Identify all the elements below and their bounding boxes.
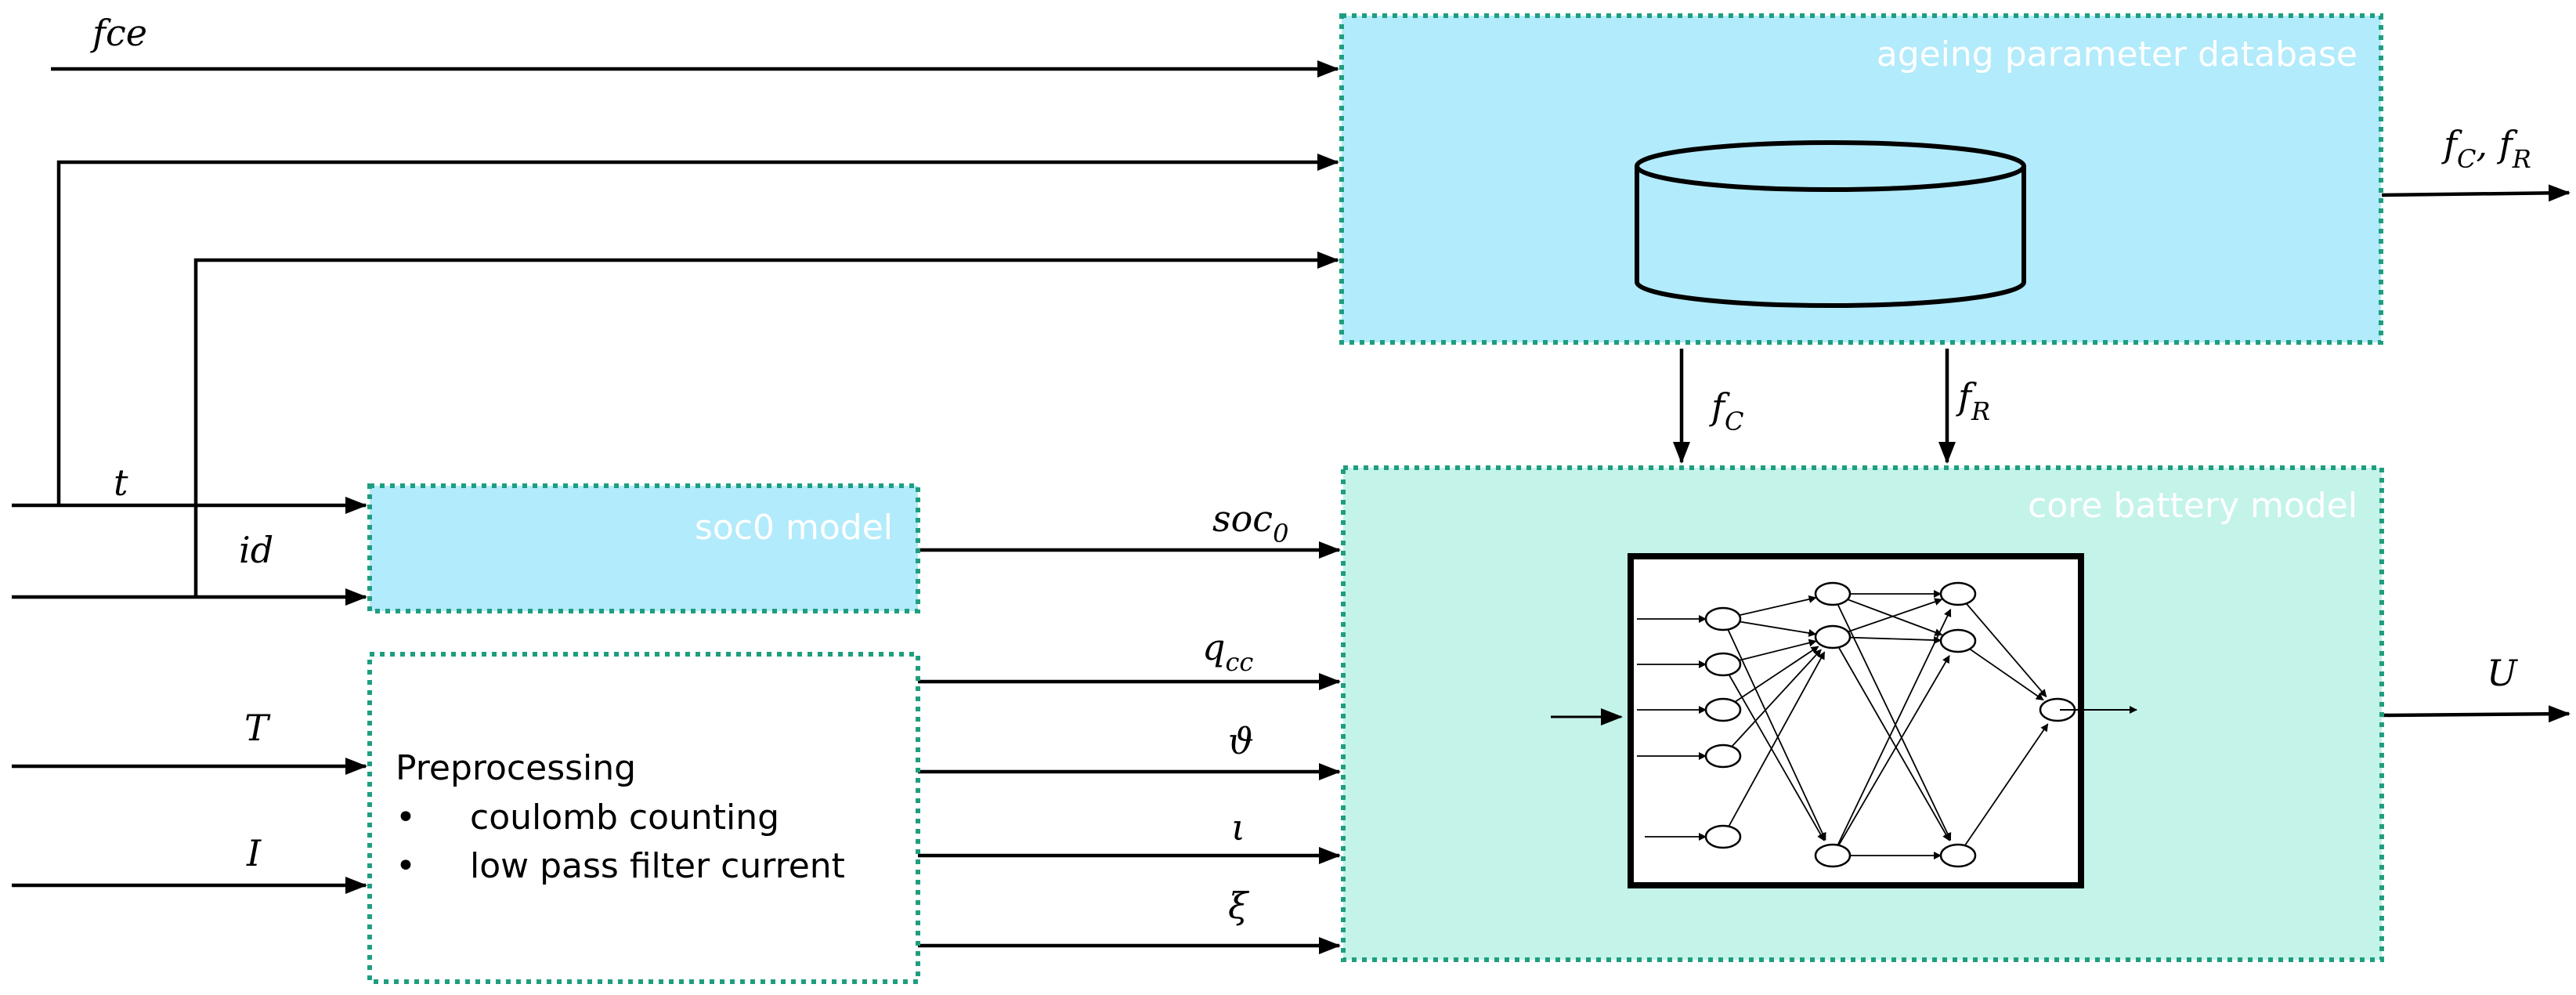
nn-node [1704, 824, 1742, 849]
signal-labels: fce t id T I soc0 qcc ϑ ι ξ fC fR fC, fR… [90, 12, 2531, 927]
preprocessing-box: Preprocessing • coulomb counting • low p… [370, 654, 918, 982]
ageing-box-rect [1342, 16, 2381, 342]
soc0-box-rect [370, 486, 918, 611]
label-qcc: qcc [1202, 626, 1253, 677]
core-box-title: core battery model [2028, 486, 2357, 526]
ageing-box-title: ageing parameter database [1877, 34, 2357, 74]
voltage-output-arrow [2381, 705, 2571, 723]
dotted-borders [367, 13, 2384, 984]
ageing-output-arrow [2381, 184, 2571, 202]
preprocessing-item-low-pass-filter: low pass filter current [470, 846, 845, 886]
label-theta: ϑ [1228, 720, 1254, 762]
label-soc0: soc0 [1212, 498, 1288, 548]
bullet-icon: • [396, 846, 416, 886]
label-fc: fC [1709, 385, 1744, 436]
label-current: I [246, 832, 262, 874]
nn-node [1704, 606, 1742, 631]
nn-node [1704, 744, 1742, 769]
label-fce: fce [90, 12, 147, 54]
nn-node [1939, 843, 1977, 868]
label-t: t [114, 461, 128, 504]
nn-node [1939, 628, 1977, 653]
label-iota: ι [1231, 806, 1245, 848]
bullet-icon: • [396, 798, 416, 838]
soc0-model-box: soc0 model [370, 486, 918, 611]
soc0-box-title: soc0 model [695, 508, 893, 548]
nn-node [1814, 581, 1852, 606]
nn-node [1704, 697, 1742, 722]
nn-node [1814, 843, 1852, 868]
preprocessing-box-rect [370, 654, 918, 982]
nn-node [1814, 624, 1852, 649]
database-cylinder-icon [1635, 140, 2026, 308]
id-branch-arrow [193, 251, 1339, 597]
ageing-parameter-database-box: ageing parameter database [1342, 16, 2381, 342]
nn-node [1704, 652, 1742, 677]
preprocessing-title: Preprocessing [396, 748, 636, 788]
label-output-fc-fr: fC, fR [2441, 123, 2531, 174]
t-branch-arrow [56, 154, 1339, 505]
nn-node [1939, 581, 1977, 606]
label-id: id [239, 529, 273, 571]
label-temperature: T [244, 707, 271, 749]
preprocessing-item-coulomb-counting: coulomb counting [470, 798, 779, 838]
label-fr: fR [1956, 375, 1990, 426]
neural-network-icon [1628, 553, 2084, 888]
label-voltage: U [2487, 652, 2519, 694]
label-xi: ξ [1228, 885, 1250, 927]
signal-wires [12, 60, 2571, 954]
